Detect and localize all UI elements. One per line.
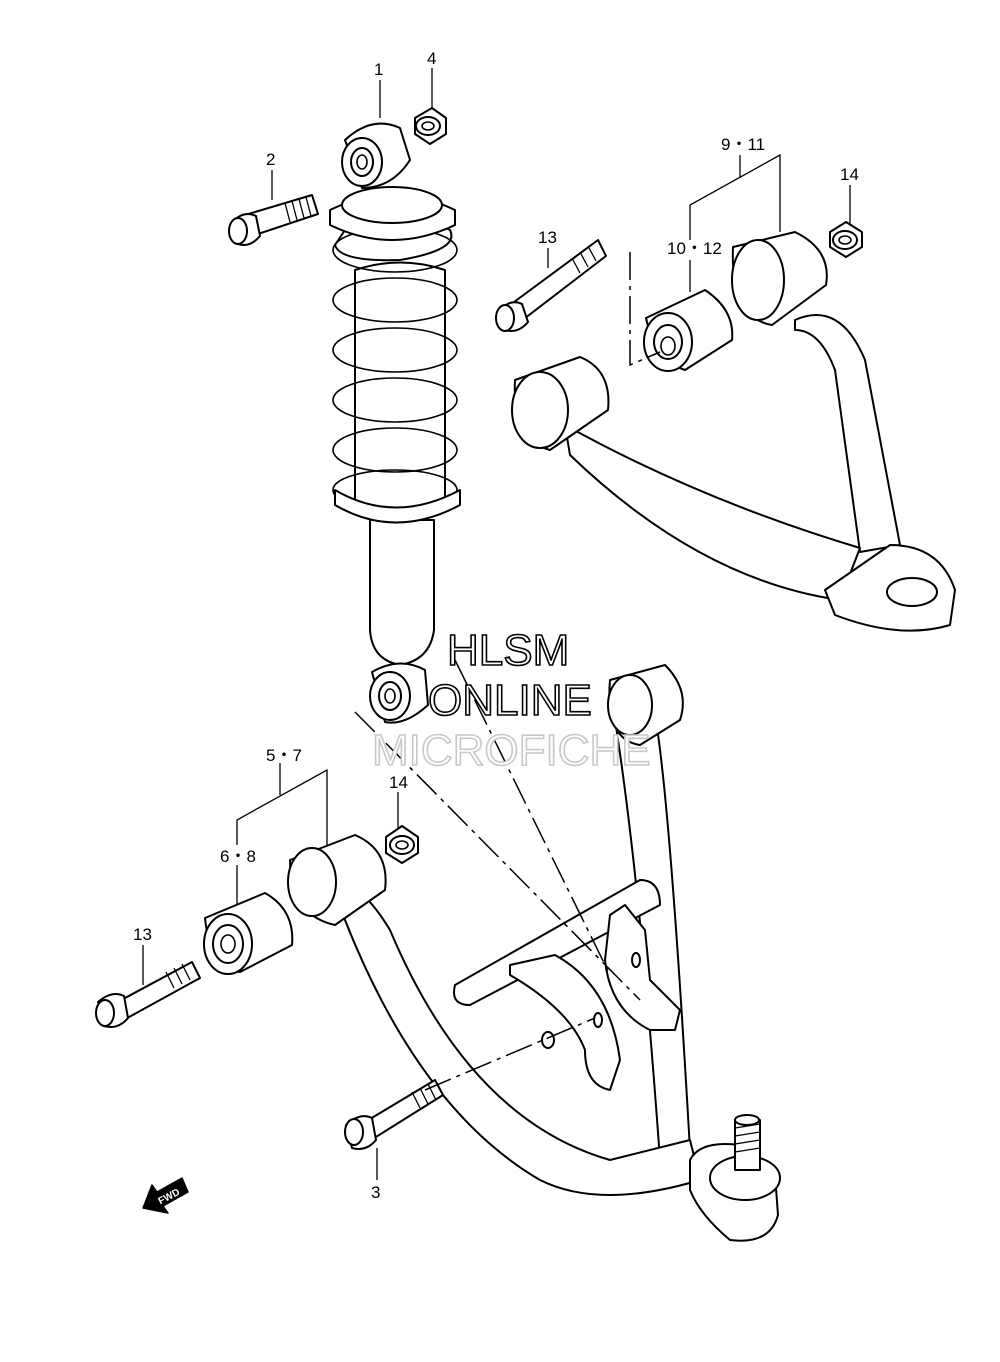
- leader-lines: [142, 68, 851, 1180]
- lower-a-arm: [287, 664, 781, 1242]
- callout-5-7: 5・7: [266, 746, 302, 765]
- nut-4: [414, 107, 447, 145]
- watermark-line2: ONLINE: [428, 676, 592, 725]
- shock-top-eye: [341, 122, 411, 189]
- upper-bushing: [643, 289, 734, 372]
- callout-13-lower: 13: [133, 925, 152, 944]
- bolt-2: [228, 194, 319, 246]
- shock-absorber: [329, 122, 461, 724]
- assembly-lines: [354, 252, 661, 1091]
- bolt-13-lower: [95, 961, 201, 1028]
- watermark-line1: HLSM: [447, 626, 569, 675]
- callout-14-upper: 14: [840, 165, 859, 184]
- nut-14-lower: [385, 825, 419, 864]
- callout-1: 1: [374, 60, 383, 79]
- watermark: HLSM ONLINE MICROFICHE: [371, 625, 651, 776]
- watermark-line3: MICROFICHE: [372, 726, 651, 775]
- callout-3: 3: [371, 1183, 380, 1202]
- lower-bushing: [203, 892, 294, 975]
- callout-6-8: 6・8: [220, 847, 256, 866]
- callout-10-12: 10・12: [667, 239, 722, 258]
- callout-9-11: 9・11: [721, 135, 765, 154]
- nut-14-upper: [829, 221, 863, 258]
- bolt-13-upper: [495, 239, 607, 332]
- callout-4: 4: [427, 49, 436, 68]
- callout-14-lower: 14: [389, 773, 408, 792]
- callout-2: 2: [266, 150, 275, 169]
- upper-a-arm: [511, 231, 956, 632]
- bolt-3: [344, 1079, 444, 1150]
- shock-bottom-eye: [369, 662, 429, 724]
- callout-labels: 1 4 2 9・11 14 13 10・12 5・7 14 6・8 13 3: [133, 49, 859, 1202]
- callout-13-upper: 13: [538, 228, 557, 247]
- fwd-arrow: FWD: [142, 1177, 189, 1214]
